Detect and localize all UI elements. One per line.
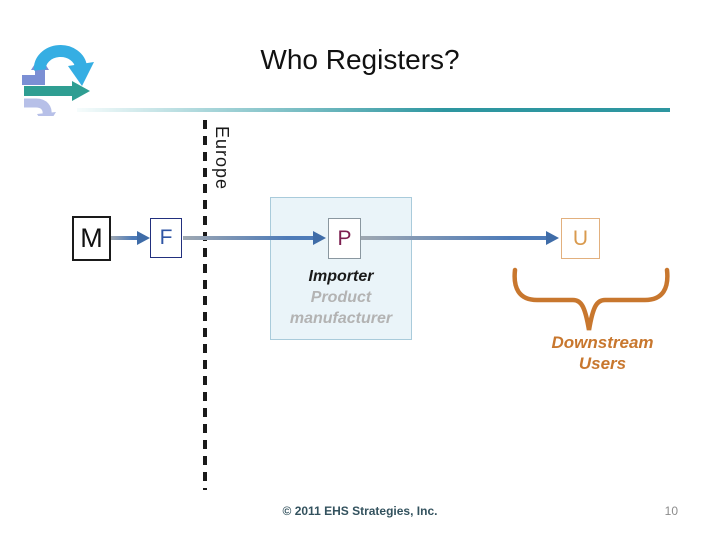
arrow-f-to-p bbox=[183, 236, 313, 240]
downstream-users-line2: Users bbox=[578, 354, 627, 373]
downstream-users-label: Downstream Users bbox=[525, 332, 680, 374]
downstream-users-line1: Downstream bbox=[551, 333, 654, 352]
node-u-box: U bbox=[561, 218, 600, 259]
panel-caption: Importer Product manufacturer bbox=[270, 266, 412, 329]
arrow-head-icon bbox=[137, 231, 150, 245]
arrow-head-icon bbox=[546, 231, 559, 245]
slide-title: Who Registers? bbox=[260, 44, 460, 75]
node-p-box: P bbox=[328, 218, 361, 259]
product-manufacturer-label-line1: Product bbox=[310, 289, 372, 306]
arrow-m-to-f bbox=[111, 236, 138, 240]
footer-copyright: © 2011 EHS Strategies, Inc. bbox=[282, 504, 438, 518]
importer-label: Importer bbox=[308, 268, 374, 285]
product-manufacturer-label-line2: manufacturer bbox=[289, 310, 393, 327]
node-m-box: M bbox=[72, 216, 111, 261]
node-f-box: F bbox=[150, 218, 182, 258]
downstream-brace-icon bbox=[512, 267, 670, 331]
page-number: 10 bbox=[664, 504, 678, 518]
arrow-head-icon bbox=[313, 231, 326, 245]
europe-boundary-dashed-line bbox=[203, 120, 207, 490]
title-accent-rule bbox=[77, 108, 670, 112]
europe-label: Europe bbox=[212, 126, 232, 191]
logo-arrows-icon bbox=[22, 45, 94, 116]
arrow-p-to-u bbox=[361, 236, 546, 240]
